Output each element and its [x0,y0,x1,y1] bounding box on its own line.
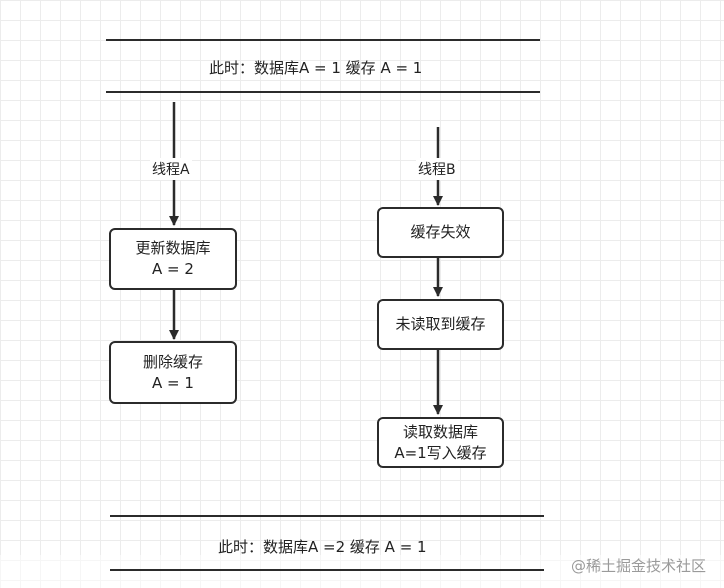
step-text-line1: 更新数据库 [135,239,211,257]
step-text-line2: A = 1 [152,373,194,392]
bottom-state-text: 此时：数据库A =2 缓存 A = 1 [218,538,427,556]
step-text-line2: A = 2 [152,260,194,278]
thread-b-step-read-db-write-cache: 读取数据库 A=1写入缓存 [377,417,504,468]
watermark: @稀土掘金技术社区 [570,557,706,575]
step-text-line1: 未读取到缓存 [395,315,486,333]
step-text-line1: 读取数据库 [402,422,478,441]
top-rule-lower [106,91,540,93]
step-text-line1: 缓存失效 [410,223,471,241]
bottom-fade-strip [0,555,724,588]
step-text-line2: A=1写入缓存 [394,443,487,462]
thread-b-step-cache-expired: 缓存失效 [377,207,504,258]
top-rule-upper [106,39,540,41]
thread-a-step-update-db: 更新数据库 A = 2 [109,228,237,290]
thread-b-label: 线程B [416,158,458,180]
thread-a-step-delete-cache: 删除缓存 A = 1 [109,341,237,404]
bottom-rule-upper [110,515,544,517]
thread-b-step-cache-miss: 未读取到缓存 [377,299,504,350]
thread-a-label: 线程A [150,158,192,180]
bottom-rule-lower [110,569,544,571]
step-text-line1: 删除缓存 [142,352,203,371]
top-state-text: 此时：数据库A = 1 缓存 A = 1 [209,59,423,77]
